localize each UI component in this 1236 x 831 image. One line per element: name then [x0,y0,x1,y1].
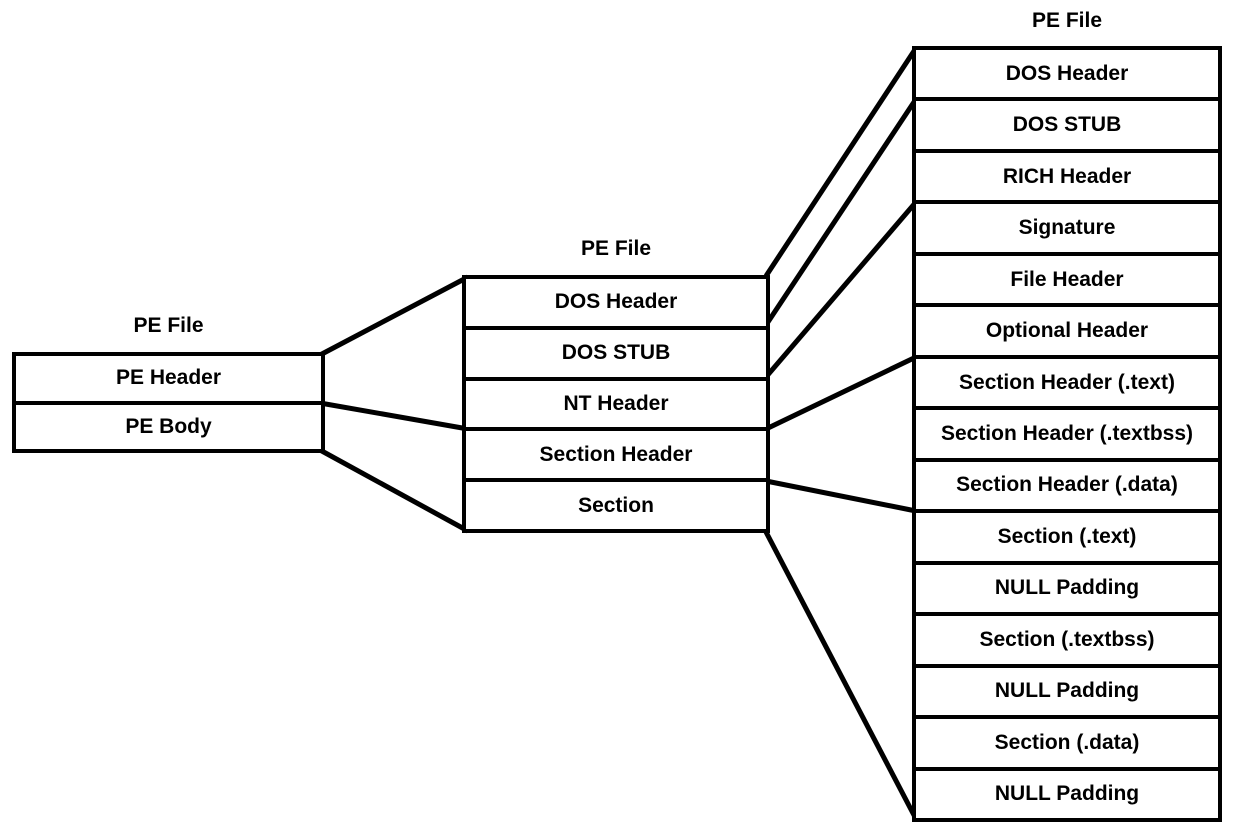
connector-l1-l2-middle [319,400,469,432]
row-optional-header-l3: Optional Header [916,303,1218,354]
row-null-padding-3-l3: NULL Padding [916,766,1218,818]
row-pe-body-l1: PE Body [16,400,321,450]
connector-l2-l3-6 [763,530,919,821]
row-dos-header-l2: DOS Header [554,290,678,314]
row-pe-header-l1: PE Header [115,366,222,390]
connector-l2-l3-4 [764,354,918,432]
row-section-textbss-l3: Section (.textbss) [916,612,1218,663]
connector-l2-l3-5 [765,478,917,514]
connector-l1-l2-bottom [318,447,470,534]
row-file-header-l3: File Header [916,251,1218,303]
row-signature-l3: Signature [916,200,1218,251]
row-dos-header-l3: DOS Header [1005,61,1129,85]
row-section-header-textbss-l3: Section Header (.textbss) [916,406,1218,457]
row-section-header-data-l3: Section Header (.data) [916,457,1218,509]
row-section-header-text-l3: Section Header (.text) [916,354,1218,406]
level2-title: PE File [580,237,652,260]
row-section-l2: Section [466,478,766,529]
row-dos-stub-l2: DOS STUB [466,325,766,377]
level3-box: DOS Header DOS STUB RICH Header Signatur… [912,46,1222,822]
level1-title: PE File [133,314,204,337]
row-section-data-l3: Section (.data) [916,715,1218,766]
row-nt-header-l2: NT Header [466,376,766,428]
level2-box: DOS Header DOS STUB NT Header Section He… [462,275,770,533]
row-null-padding-1-l3: NULL Padding [916,560,1218,612]
connector-l2-l3-2 [763,97,919,327]
level3-title: PE File [1031,9,1103,32]
row-section-text-l3: Section (.text) [916,509,1218,560]
row-section-header-l2: Section Header [466,427,766,478]
connector-l2-l3-3 [764,200,918,379]
row-rich-header-l3: RICH Header [916,148,1218,200]
connector-l2-l3-1 [763,46,919,278]
row-dos-stub-l3: DOS STUB [916,97,1218,148]
level1-box: PE Header PE Body [12,352,325,453]
row-null-padding-2-l3: NULL Padding [916,663,1218,715]
connector-l1-l2-top [318,274,470,358]
